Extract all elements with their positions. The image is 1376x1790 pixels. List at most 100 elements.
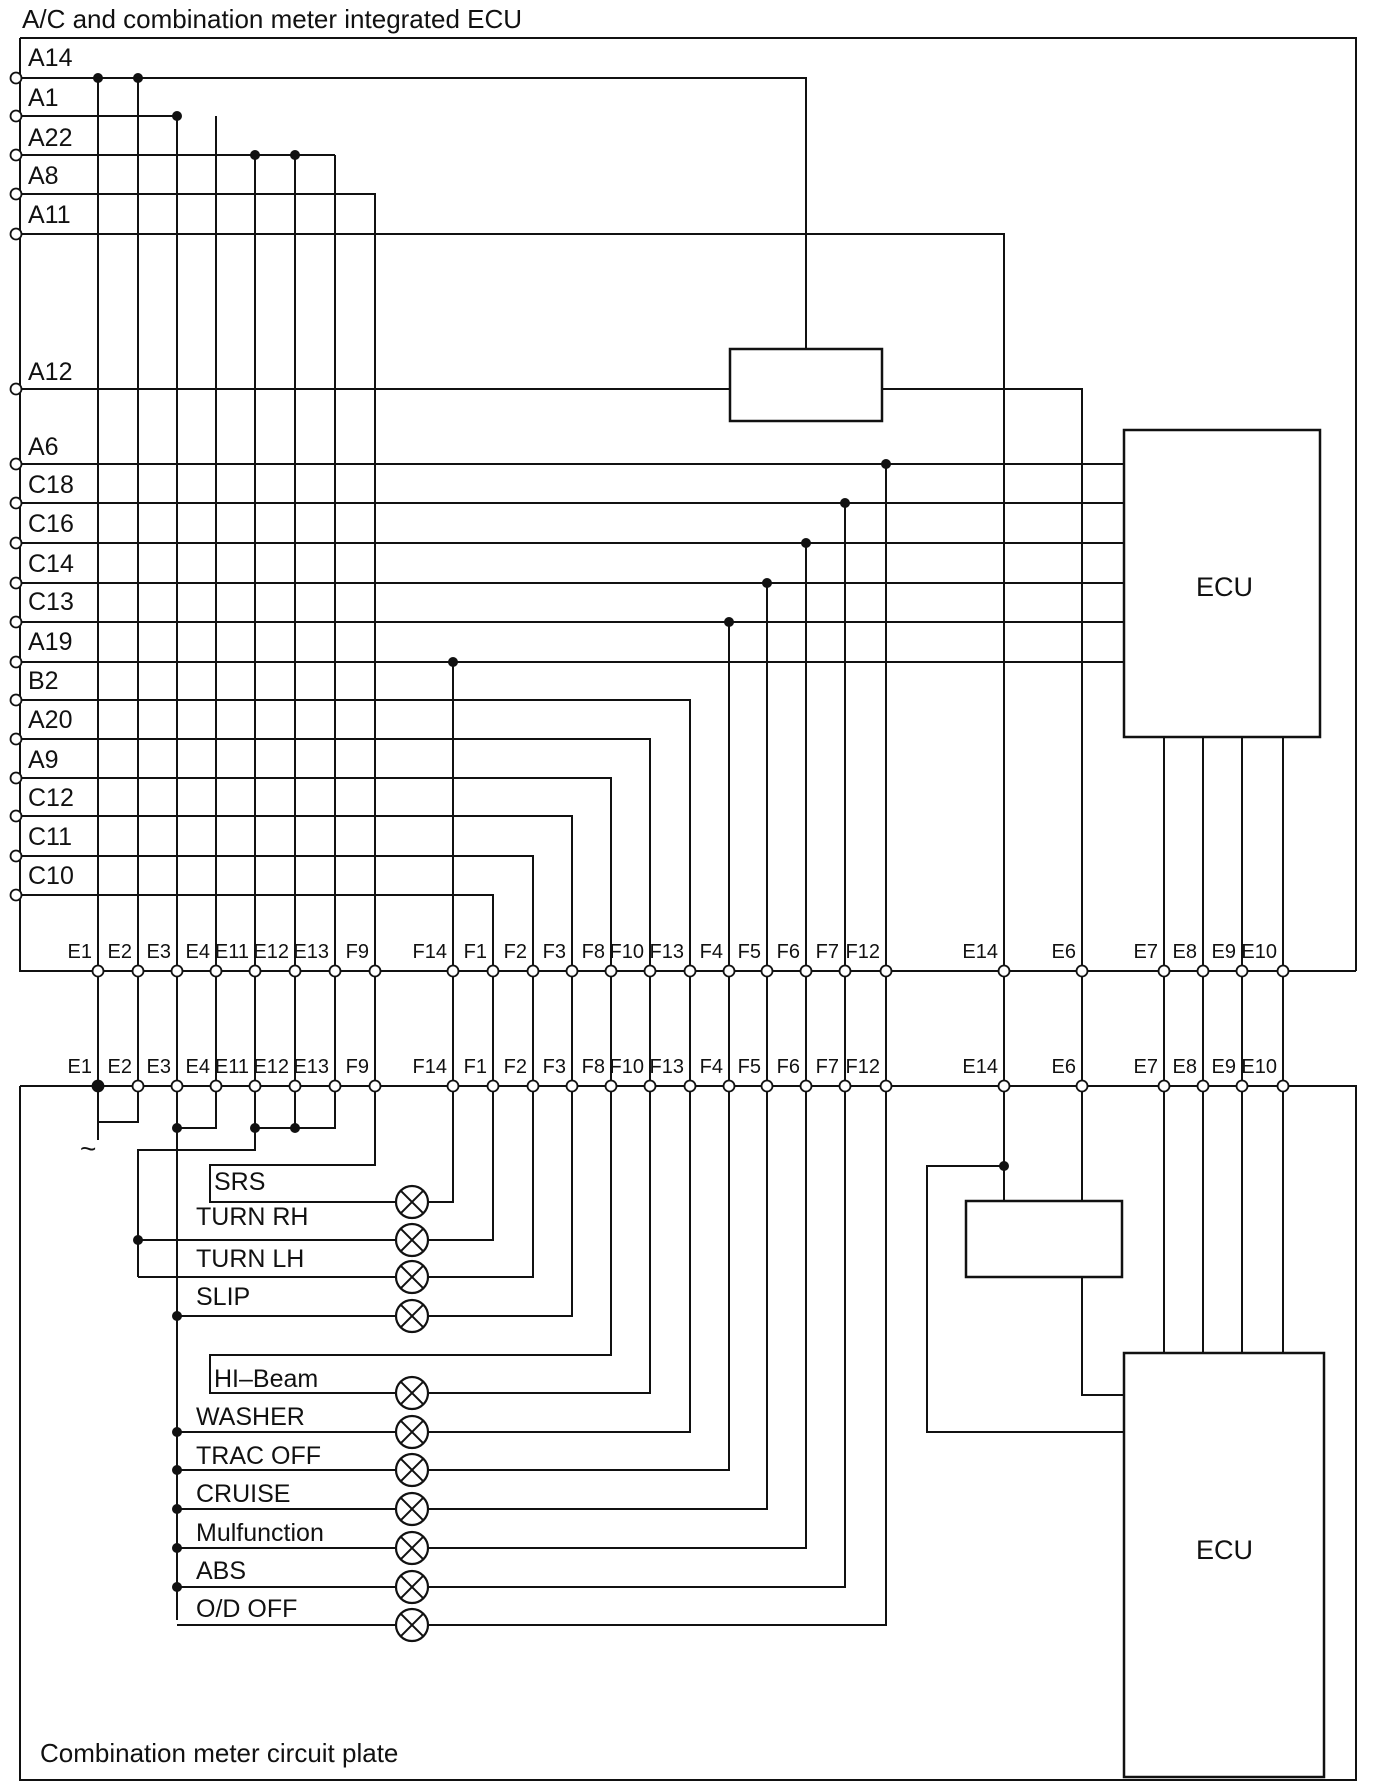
terminal-label: F4 xyxy=(700,941,723,963)
connector xyxy=(565,964,579,978)
connector xyxy=(9,109,23,123)
terminal-label: F9 xyxy=(346,941,369,963)
connector xyxy=(997,1079,1011,1093)
wire xyxy=(412,1086,494,1241)
terminal-label: F9 xyxy=(346,1056,369,1078)
terminal-label: E2 xyxy=(108,1056,132,1078)
connector xyxy=(248,964,262,978)
pin-label: A9 xyxy=(28,746,59,774)
connector xyxy=(722,964,736,978)
lower-ecu-label: ECU xyxy=(1196,1535,1253,1565)
wire xyxy=(16,233,1005,971)
terminal-label: E1 xyxy=(68,941,92,963)
terminal-label: E9 xyxy=(1212,941,1236,963)
connector xyxy=(209,964,223,978)
lamp-cross xyxy=(399,1303,425,1329)
wire xyxy=(412,1086,691,1433)
connector xyxy=(838,964,852,978)
terminal-label: E13 xyxy=(293,941,329,963)
terminal-label: E4 xyxy=(186,941,210,963)
pin-label: C12 xyxy=(28,784,74,812)
connector xyxy=(131,1079,145,1093)
wire xyxy=(412,1086,573,1317)
terminal-label: F3 xyxy=(543,1056,566,1078)
junction-dot xyxy=(172,1123,182,1133)
lower-title: Combination meter circuit plate xyxy=(40,1738,398,1768)
terminal-label: E11 xyxy=(215,1056,249,1078)
connector xyxy=(760,1079,774,1093)
terminal-label: E3 xyxy=(147,1056,171,1078)
junction-dot xyxy=(448,657,458,667)
terminal-label: F5 xyxy=(738,941,761,963)
terminal-label: F10 xyxy=(610,1056,644,1078)
terminal-label: E3 xyxy=(147,941,171,963)
wire xyxy=(16,855,534,971)
connector xyxy=(604,964,618,978)
pin-label: C14 xyxy=(28,550,74,578)
pin-label: A19 xyxy=(28,628,72,656)
terminal-label: F2 xyxy=(504,941,527,963)
terminal-label: F1 xyxy=(464,941,487,963)
pin-label: A8 xyxy=(28,162,59,190)
lamp-label: TURN LH xyxy=(196,1245,304,1273)
connector xyxy=(643,1079,657,1093)
wire xyxy=(412,1086,454,1203)
junction-dot xyxy=(133,1235,143,1245)
connector xyxy=(1276,964,1290,978)
connector xyxy=(9,148,23,162)
terminal-label: E10 xyxy=(1241,941,1277,963)
connector xyxy=(486,1079,500,1093)
connector xyxy=(9,655,23,669)
connector xyxy=(1075,1079,1089,1093)
connector xyxy=(486,964,500,978)
lamp-label: ABS xyxy=(196,1557,246,1585)
upper-title: A/C and combination meter integrated ECU xyxy=(22,4,522,34)
wire xyxy=(16,777,612,971)
junction-dot xyxy=(172,1427,182,1437)
terminal-label: F1 xyxy=(464,1056,487,1078)
lamp-label: SRS xyxy=(214,1168,265,1196)
terminal-label: F2 xyxy=(504,1056,527,1078)
pin-label: B2 xyxy=(28,667,59,695)
connector xyxy=(838,1079,852,1093)
lamp-label: CRUISE xyxy=(196,1480,290,1508)
junction-dot xyxy=(172,1582,182,1592)
terminal-label: F7 xyxy=(816,941,839,963)
terminal-label: F3 xyxy=(543,941,566,963)
terminal-label: E2 xyxy=(108,941,132,963)
connector xyxy=(446,1079,460,1093)
lamp-cross xyxy=(399,1419,425,1445)
wire xyxy=(412,1086,807,1549)
wire xyxy=(412,1086,730,1471)
terminal-label: E12 xyxy=(253,1056,289,1078)
wire xyxy=(20,37,1357,971)
junction-dot xyxy=(133,73,143,83)
wire xyxy=(412,1086,651,1394)
connector xyxy=(9,496,23,510)
lamp-label: O/D OFF xyxy=(196,1595,297,1623)
wire xyxy=(412,1086,887,1626)
junction-dot xyxy=(172,1311,182,1321)
pin-label: C16 xyxy=(28,510,74,538)
terminal-label: E4 xyxy=(186,1056,210,1078)
terminal-label: E14 xyxy=(962,1056,998,1078)
terminal-label: F14 xyxy=(413,1056,447,1078)
connector xyxy=(9,693,23,707)
pin-label: A6 xyxy=(28,433,59,461)
terminal-label: F14 xyxy=(413,941,447,963)
junction-dot xyxy=(250,1123,260,1133)
wire xyxy=(254,1086,296,1129)
wire xyxy=(1081,1086,1124,1396)
junction-dot xyxy=(999,1161,1009,1171)
junction-dot xyxy=(172,1504,182,1514)
terminal-label: E14 xyxy=(962,941,998,963)
terminal-label: F12 xyxy=(846,1056,880,1078)
junction-dot xyxy=(250,150,260,160)
terminal-label: E11 xyxy=(215,941,249,963)
connector xyxy=(799,964,813,978)
terminal-label: F8 xyxy=(582,941,605,963)
wire xyxy=(177,1086,217,1129)
connector xyxy=(1276,1079,1290,1093)
lamp-label: SLIP xyxy=(196,1283,250,1311)
